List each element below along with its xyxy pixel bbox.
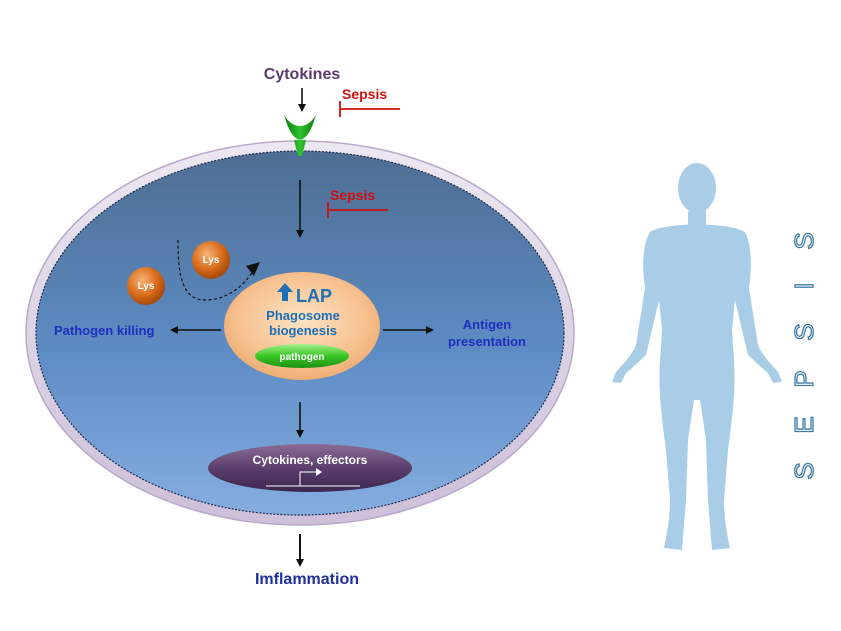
phagosome-label-line1: Phagosome xyxy=(266,308,340,323)
sepsis-vertical-text: S E P S I S xyxy=(788,232,819,481)
pathogen-label: pathogen xyxy=(280,352,325,363)
sepsis-label-outer: Sepsis xyxy=(342,86,387,102)
lysosome-1 xyxy=(192,241,230,279)
sepsis-letter-5: I xyxy=(789,282,819,289)
gene-promoter-arrowhead xyxy=(316,468,322,476)
sepsis-letter-6: S xyxy=(789,232,819,249)
nucleus-label: Cytokines, effectors xyxy=(253,453,368,467)
sepsis-letter-4: S xyxy=(789,323,819,340)
lysosome-2 xyxy=(127,267,165,305)
pathogen xyxy=(255,344,349,368)
receptor-icon xyxy=(284,115,316,156)
gene-promoter-icon xyxy=(266,471,360,487)
nucleus xyxy=(208,444,412,492)
inflammation-label: Imflammation xyxy=(255,571,359,588)
sepsis-label-inner: Sepsis xyxy=(330,187,375,203)
lap-label: LAP xyxy=(296,286,332,306)
lysosome-2-label: Lys xyxy=(138,281,155,292)
sepsis-letter-1: S xyxy=(789,462,819,479)
sepsis-letter-2: E xyxy=(789,416,819,433)
antigen-label-line1: Antigen xyxy=(463,317,511,332)
lysosome-1-label: Lys xyxy=(203,255,220,266)
phagosome-label-line2: biogenesis xyxy=(269,323,337,338)
antigen-label-line2: presentation xyxy=(448,334,526,349)
lap-up-arrow-icon xyxy=(277,283,293,301)
lysosome-fusion-arrowhead xyxy=(246,262,260,276)
cell-inner-boundary xyxy=(35,150,565,516)
pathogen-killing-label: Pathogen killing xyxy=(54,323,154,338)
human-silhouette-icon xyxy=(612,163,782,550)
sepsis-letter-3: P xyxy=(789,370,819,387)
cytokines-top-label: Cytokines xyxy=(264,66,341,83)
lysosome-fusion-arrow xyxy=(177,239,256,301)
